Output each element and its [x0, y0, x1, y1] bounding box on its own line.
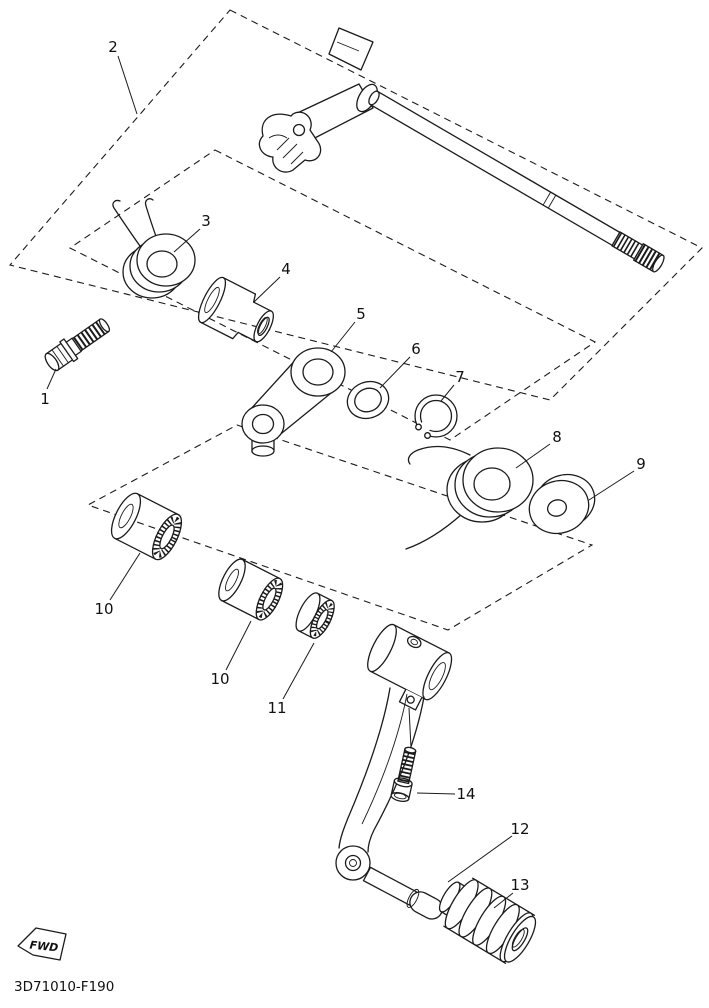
- part-5-shift-link: [241, 347, 346, 457]
- part-label-10b: 10: [210, 670, 229, 688]
- part-label-3: 3: [201, 212, 211, 230]
- group-box-shaft-assembly: [9, 9, 703, 401]
- part-label-4: 4: [281, 260, 291, 278]
- part-label-2: 2: [108, 38, 118, 56]
- callouts: 2 3 4 5 6 7 1 8 9 10 10 11 14 12 13: [40, 38, 646, 909]
- part-label-9: 9: [636, 455, 646, 473]
- leader-7: [440, 384, 455, 402]
- leader-3: [173, 228, 201, 253]
- part-2-shift-shaft: [258, 27, 665, 273]
- part-label-12: 12: [510, 820, 529, 838]
- leader-12: [447, 835, 513, 883]
- leader-10b: [225, 620, 252, 671]
- fwd-arrow: [17, 927, 67, 961]
- leader-14: [416, 792, 456, 795]
- leader-2: [117, 55, 138, 115]
- leader-5: [330, 321, 356, 353]
- diagram-code: 3D71010-F190: [14, 979, 114, 995]
- fwd-label: FWD: [29, 939, 59, 955]
- fwd-marker: FWD: [17, 927, 67, 961]
- part-9-washer: [528, 473, 596, 535]
- part-1-bolt: [44, 318, 111, 372]
- shift-shaft: [368, 90, 665, 273]
- part-3-torsion-spring: [112, 198, 196, 299]
- leader-13: [493, 892, 514, 909]
- part-label-10a: 10: [94, 600, 113, 618]
- part-4-collar: [197, 276, 274, 343]
- leader-4: [253, 276, 281, 303]
- leader-11: [282, 642, 315, 700]
- part-10-needle-bearing-2: [218, 558, 284, 621]
- part-label-5: 5: [356, 305, 366, 323]
- part-6-washer: [346, 380, 390, 420]
- group-box-bearings: [86, 424, 594, 631]
- leader-8: [515, 443, 551, 469]
- part-label-13: 13: [510, 876, 529, 894]
- part-label-1: 1: [40, 390, 50, 408]
- part-8-torsion-spring: [405, 445, 534, 550]
- leader-9: [588, 470, 635, 501]
- part-label-14: 14: [456, 785, 475, 803]
- part-label-8: 8: [552, 428, 562, 446]
- part-10-needle-bearing-1: [110, 492, 183, 561]
- shift-arm-mechanism: [258, 27, 378, 173]
- part-7-circlip: [411, 394, 458, 441]
- leader-6: [379, 356, 411, 389]
- part-11-collar: [295, 592, 335, 639]
- part-label-7: 7: [455, 368, 465, 386]
- part-13-pedal-rubber: [438, 877, 537, 964]
- leader-10a: [109, 552, 141, 601]
- part-label-6: 6: [411, 340, 421, 358]
- part-12-shift-pedal: [335, 623, 453, 920]
- part-14-bolt: [390, 746, 417, 803]
- part-label-11: 11: [267, 699, 286, 717]
- leader-1: [46, 368, 57, 390]
